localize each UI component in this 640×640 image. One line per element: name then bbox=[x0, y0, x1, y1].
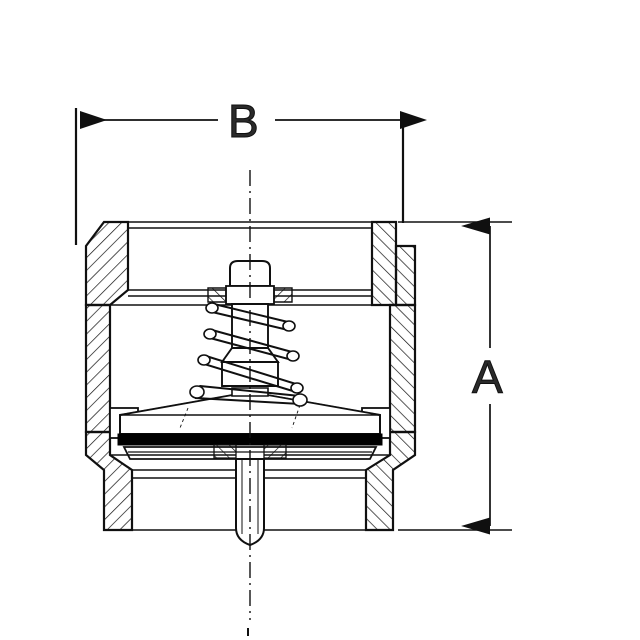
spring-node-r1 bbox=[282, 320, 296, 332]
spring-node-r4 bbox=[292, 393, 308, 407]
spring-coil-1 bbox=[213, 303, 289, 323]
body-wall-upper-right bbox=[370, 220, 398, 307]
guide-bush-left bbox=[207, 287, 227, 303]
spring-coil-2 bbox=[211, 329, 293, 353]
spring-node-l4 bbox=[189, 385, 205, 399]
guide-bush-right bbox=[273, 287, 293, 303]
spring-coil-3 bbox=[205, 355, 297, 385]
disc-leader-right bbox=[291, 404, 301, 429]
dimension-B-label: B bbox=[228, 95, 259, 147]
body-flange-upper-right bbox=[394, 244, 417, 307]
spindle-key-left bbox=[213, 444, 237, 459]
spring-node-l2 bbox=[203, 328, 217, 340]
spindle-key-right bbox=[263, 444, 287, 459]
lower-outlet-socket bbox=[110, 444, 390, 531]
spring-coil-4 bbox=[199, 385, 301, 397]
body-wall-lower-right bbox=[364, 430, 417, 532]
spring-node-r3 bbox=[290, 382, 304, 394]
dimension-B: B bbox=[74, 95, 427, 245]
body-wall-main-right bbox=[388, 303, 417, 434]
spring-node-l1 bbox=[205, 302, 219, 314]
dimension-A-label: A bbox=[472, 351, 503, 403]
spring-node-r2 bbox=[286, 350, 300, 362]
body-wall-main-left bbox=[84, 303, 112, 434]
spring-node-l3 bbox=[197, 354, 211, 366]
dimension-A: A bbox=[398, 217, 512, 535]
spindle-top-cap bbox=[229, 260, 271, 287]
